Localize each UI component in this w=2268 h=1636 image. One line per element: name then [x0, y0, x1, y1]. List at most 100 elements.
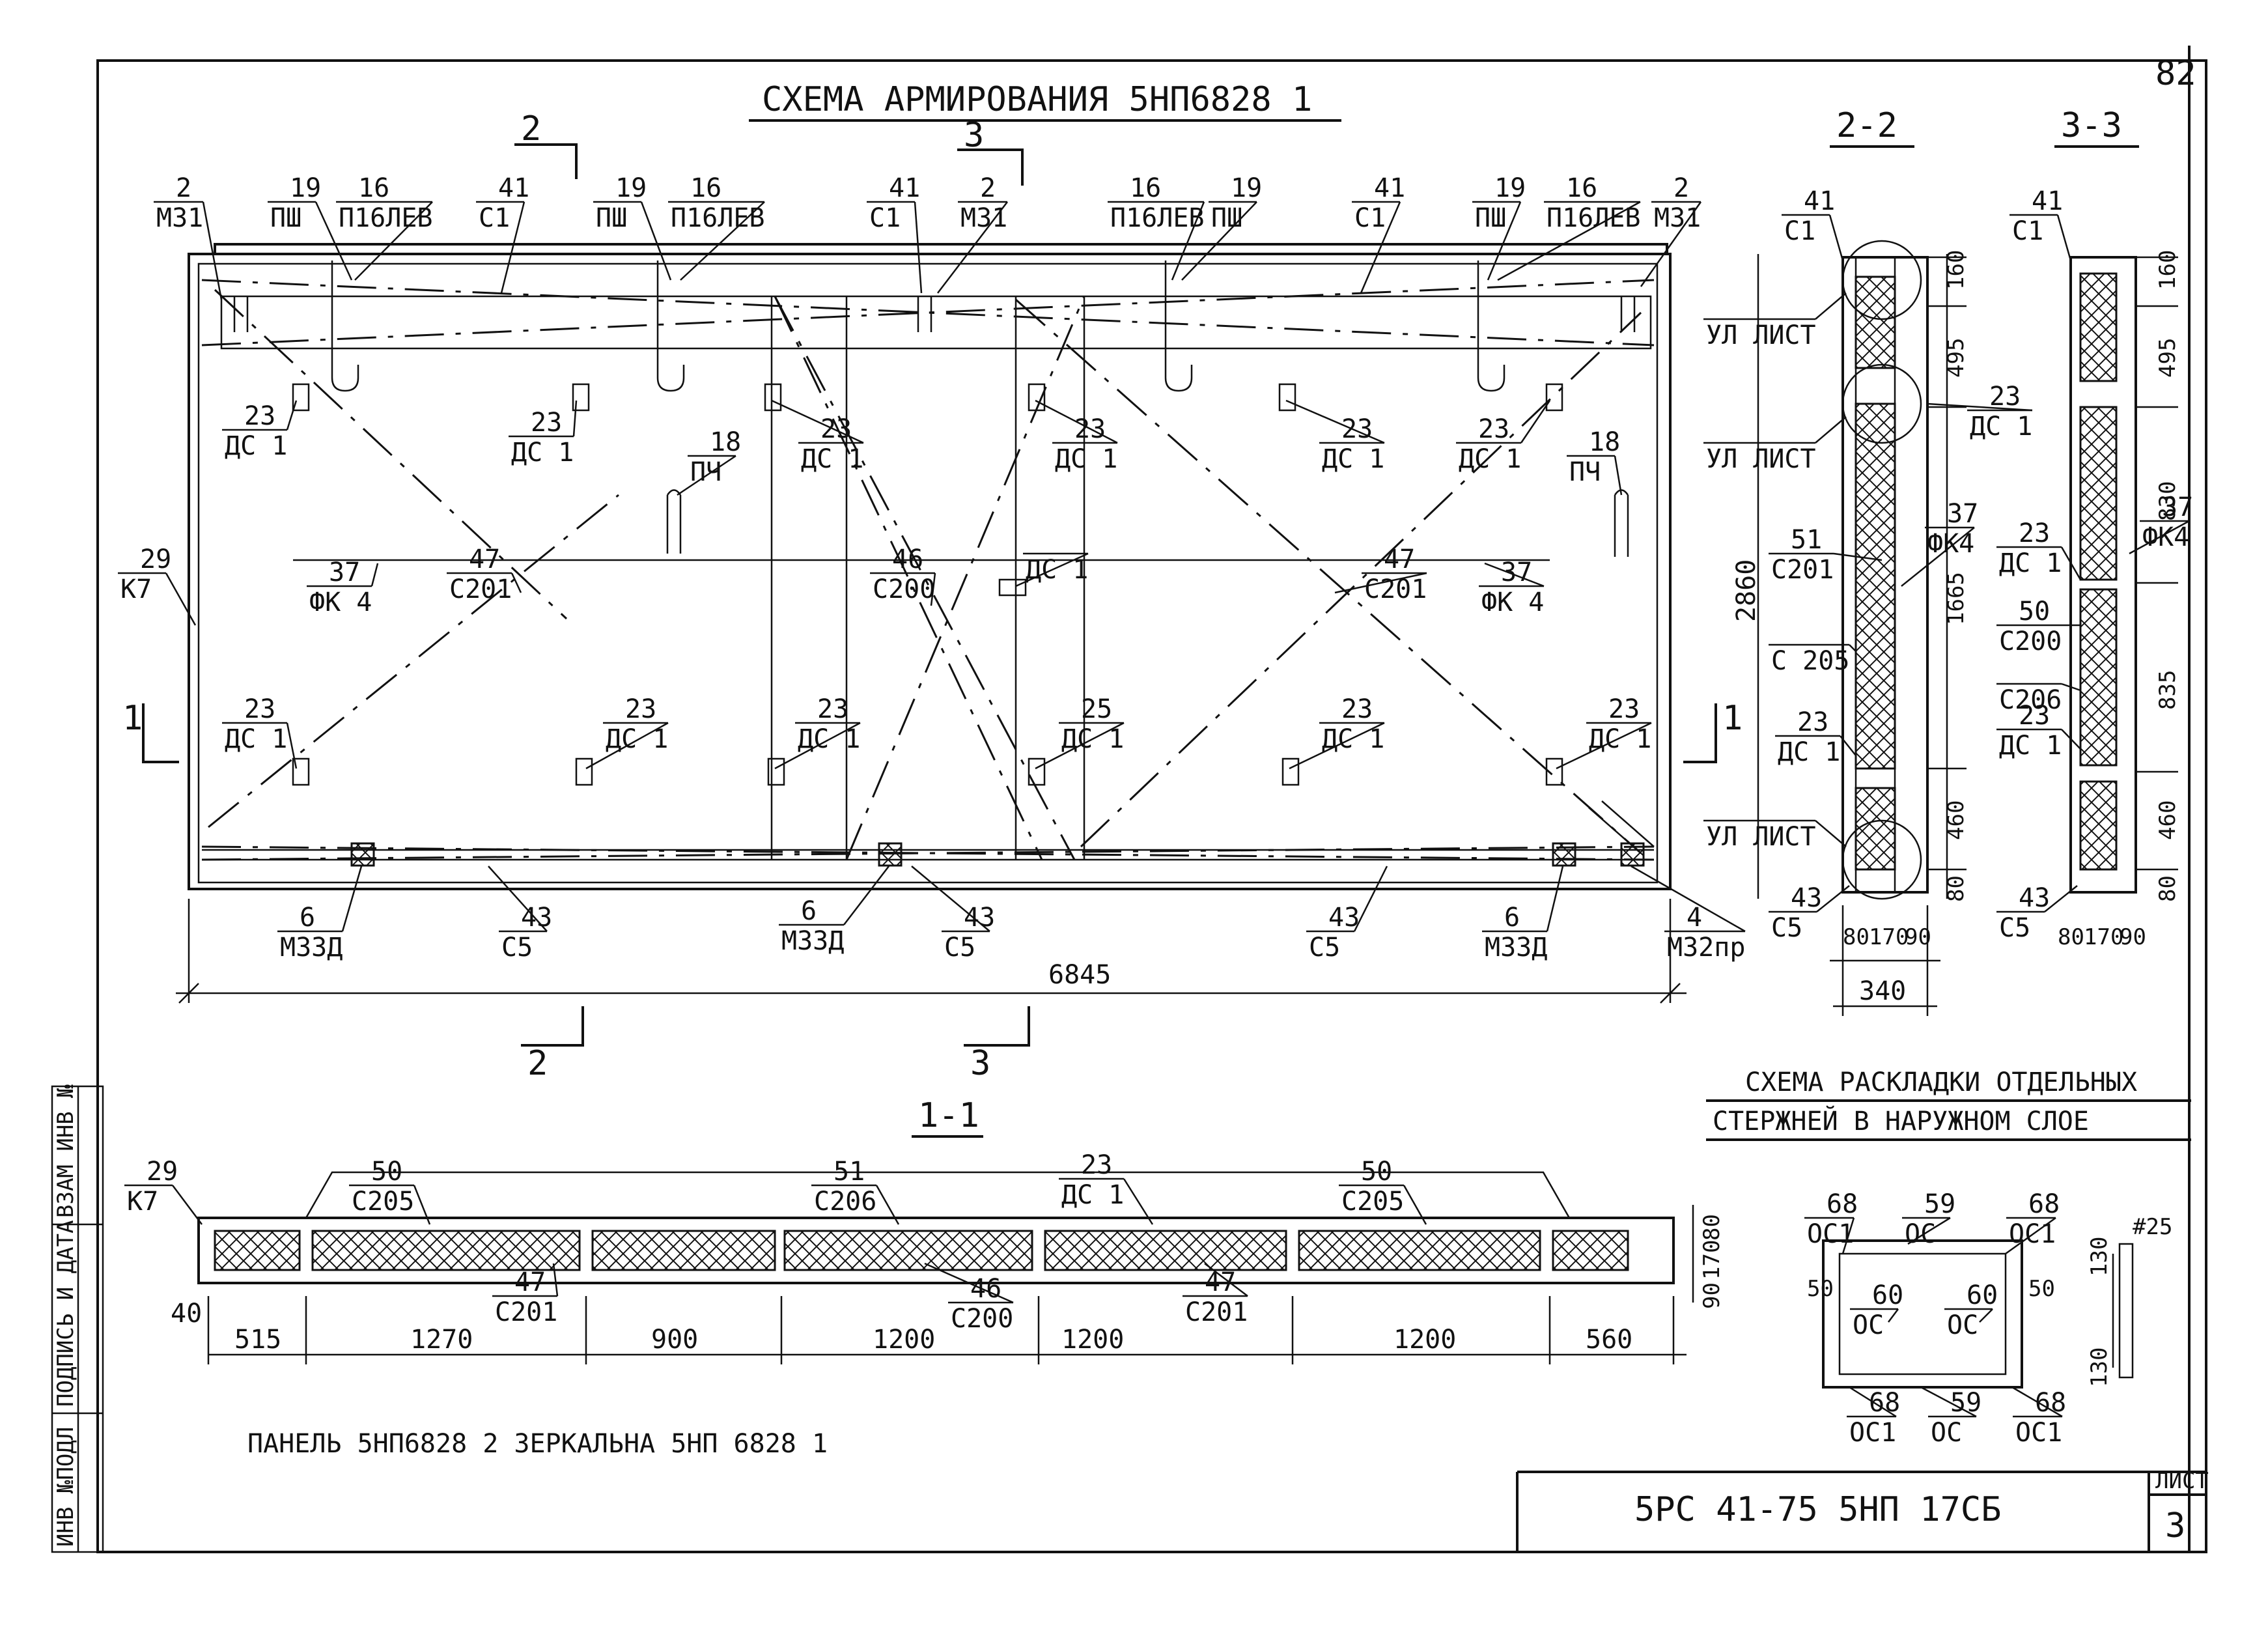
top-callout-7-number: 2 [980, 173, 996, 203]
svg-text:460: 460 [2155, 800, 2181, 840]
sec22-callout-7-number: 23 [1797, 707, 1828, 737]
bottom-callout-4-mark: С5 [1309, 933, 1340, 963]
sec33-callout-4-number: 23 [2019, 701, 2050, 731]
section-1-1-label: 1-1 [918, 1096, 979, 1135]
top-callout-7-mark: М31 [960, 203, 1007, 233]
mid-callout-3-number: 37 [329, 557, 360, 587]
ds-lower-3-number: 25 [1081, 694, 1112, 724]
sec33-callout-4-mark: ДС 1 [1999, 731, 2062, 761]
ds-upper-2-number: 23 [820, 414, 852, 444]
section-1-1-dims: 515 1270 900 1200 1200 1200 560 40 80 17… [171, 1214, 1725, 1355]
layout-bottom-0-mark: ОС1 [1849, 1418, 1896, 1448]
svg-text:80: 80 [2058, 924, 2084, 950]
mid-callout-1-mark: ПЧ [1569, 457, 1601, 487]
side-label-sign: ПОДПИСЬ И ДАТА [53, 1220, 79, 1407]
sheet-label: ЛИСТ [2155, 1468, 2209, 1494]
layout-bottom-1-number: 59 [1950, 1388, 1981, 1418]
mid-callout-1-number: 18 [1589, 427, 1620, 457]
sec11-callout-7-number: 47 [1205, 1267, 1236, 1297]
top-callout-10-mark: С1 [1354, 203, 1386, 233]
side-label-inv: ИНВ №ПОДЛ [53, 1427, 79, 1547]
ds-lower-5-mark: ДС 1 [1589, 724, 1651, 754]
layout-mid-0-mark: ОС [1853, 1310, 1884, 1340]
section-marker-3-bottom: 3 [964, 1006, 1030, 1083]
top-callout-0-mark: М31 [156, 203, 203, 233]
sec11-callout-1-number: 50 [371, 1157, 402, 1187]
layout-top-2-mark: ОС1 [2009, 1219, 2056, 1249]
sec22-callout-0-mark: С1 [1784, 216, 1815, 246]
svg-text:1200: 1200 [1061, 1325, 1124, 1355]
svg-text:495: 495 [1943, 338, 1969, 378]
side-approval-block: ИНВ №ПОДЛ ПОДПИСЬ И ДАТА ВЗАМ ИНВ № [51, 1084, 104, 1553]
mid-callout-0-number: 18 [710, 427, 741, 457]
section-marker-2-bottom: 2 [521, 1006, 584, 1083]
top-callout-5-number: 16 [690, 173, 721, 203]
mid-callout-4-number: 47 [469, 544, 500, 574]
section-2-2-label: 2-2 [1836, 106, 1897, 145]
top-callout-6-mark: С1 [869, 203, 901, 233]
title-block: 5РС 41-75 5НП 17СБ ЛИСТ 3 [1516, 1468, 2209, 1552]
layout-top-0-number: 68 [1827, 1189, 1858, 1219]
mid-callout-5-number: 46 [892, 544, 923, 574]
layout-title-2: СТЕРЖНЕЙ В НАРУЖНОМ СЛОЕ [1713, 1105, 2089, 1136]
ds-upper-1-mark: ДС 1 [511, 438, 574, 468]
sec22-callout-1: УЛ ЛИСТ [1703, 292, 1847, 350]
svg-text:90: 90 [1905, 924, 1931, 950]
top-callout-11-number: 19 [1494, 173, 1526, 203]
layout-top-0-mark: ОС1 [1807, 1219, 1854, 1249]
bottom-callout-2-mark: М33Д [781, 926, 844, 956]
top-callout-11-mark: ПШ [1475, 203, 1506, 233]
ds-lower-1-mark: ДС 1 [606, 724, 668, 754]
svg-text:900: 900 [651, 1325, 698, 1355]
sec33-callout-1-number: 23 [2019, 518, 2050, 548]
top-callouts: 2М3119ПШ16П16ЛЕВ41С119ПШ16П16ЛЕВ41С12М31… [154, 173, 1702, 300]
layout-mid-1-number: 60 [1967, 1280, 1998, 1310]
layout-title-1: СХЕМА РАСКЛАДКИ ОТДЕЛЬНЫХ [1745, 1067, 2137, 1097]
mid-callout-2-number: 29 [140, 544, 171, 574]
sec11-callout-5-mark: С201 [495, 1297, 557, 1327]
section-3-3-dims: 160 495 830 835 460 80 80 170 90 [2058, 250, 2181, 950]
sec22-callout-6-mark: С 205 [1771, 646, 1849, 676]
side-label-vzam: ВЗАМ ИНВ № [53, 1084, 79, 1218]
svg-text:170: 170 [2084, 924, 2123, 950]
sec22-callout-8-mark: УЛ ЛИСТ [1706, 822, 1816, 852]
svg-text:2: 2 [527, 1044, 548, 1083]
top-callout-3-mark: С1 [479, 203, 510, 233]
sec11-callout-6-mark: С200 [951, 1304, 1013, 1334]
svg-text:495: 495 [2155, 338, 2181, 378]
layout-detail-bar: #25 [2133, 1214, 2172, 1240]
sec11-callout-3-mark: ДС 1 [1061, 1180, 1124, 1210]
sec22-callout-8: УЛ ЛИСТ [1703, 819, 1847, 852]
svg-text:1270: 1270 [410, 1325, 473, 1355]
svg-text:1: 1 [122, 699, 143, 738]
sec22-callout-5-number: 37 [1947, 499, 1978, 529]
sec22-callout-6: С 205 [1769, 643, 1856, 676]
sec11-callout-4-number: 50 [1361, 1157, 1392, 1187]
sec22-callout-2-mark: УЛ ЛИСТ [1706, 444, 1816, 474]
sec11-callout-3-number: 23 [1081, 1150, 1112, 1180]
sec22-callout-5-mark: ФК4 [1927, 529, 1974, 559]
sec22-callout-9-number: 43 [1791, 883, 1822, 913]
